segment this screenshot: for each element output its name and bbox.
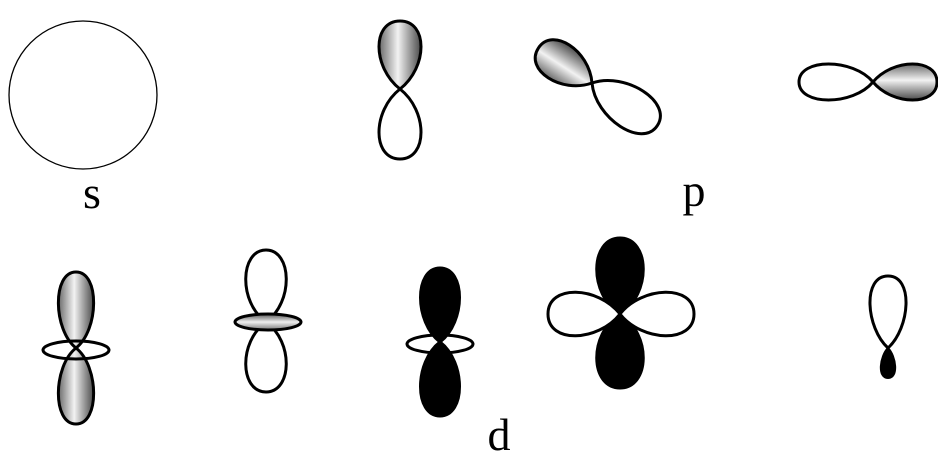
s-orbital-sphere bbox=[9, 21, 157, 169]
d-orbital-dark-torus bbox=[407, 268, 473, 416]
p-orbital-vertical bbox=[379, 21, 421, 159]
s-label: s bbox=[83, 167, 101, 218]
d-orbital-shaded-torus bbox=[43, 272, 109, 424]
d-label: d bbox=[488, 409, 511, 454]
p-orbital-diagonal bbox=[527, 31, 669, 144]
d-orbital-single-lobe bbox=[870, 276, 906, 378]
d-orbital-clover bbox=[548, 238, 694, 388]
d-orbital-open-torus bbox=[235, 250, 301, 392]
p-orbital-horizontal bbox=[799, 64, 937, 100]
p-label: p bbox=[683, 165, 706, 216]
